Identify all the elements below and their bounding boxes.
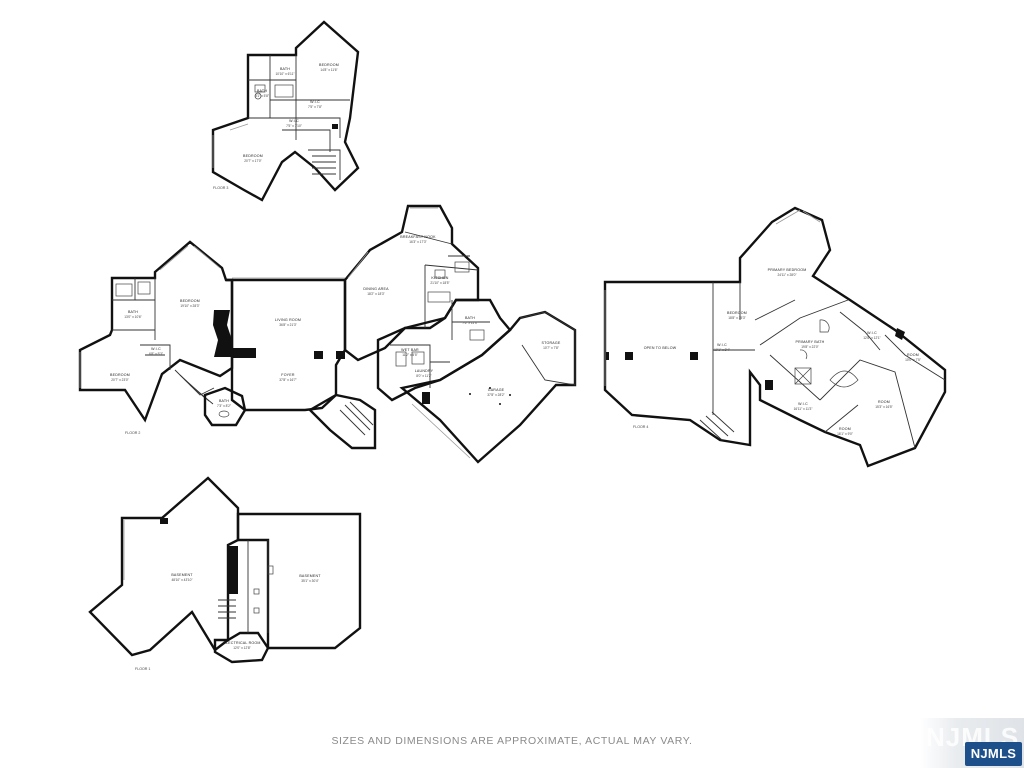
room-name: BASEMENT <box>299 574 321 578</box>
floor-1-right-outline <box>236 512 362 650</box>
disclaimer-text: SIZES AND DIMENSIONS ARE APPROXIMATE, AC… <box>331 735 693 747</box>
room-name: ROOM <box>907 353 919 357</box>
room-dims: 12'8" x 12'1" <box>863 336 880 340</box>
room-dims: 37'8" x 16'7" <box>279 378 296 382</box>
room-dims: 18'8" x 15'3" <box>728 316 745 320</box>
room-dims: 6'8" x 5'3" <box>149 352 163 356</box>
electrical-room-outline <box>213 631 270 664</box>
room-dims: 36'8" x 21'3" <box>279 323 296 327</box>
room-dims: 11'2" x 5'5" <box>402 353 417 357</box>
room-name: BEDROOM <box>319 63 339 67</box>
room-name: BEDROOM <box>180 299 200 303</box>
room-dims: 48'10" x 43'10" <box>171 578 192 582</box>
room-name: BASEMENT <box>171 573 193 577</box>
room-dims: 16'11" x 11'3" <box>794 407 813 411</box>
room-dims: 7'5" x 7'10" <box>286 124 302 128</box>
room-name: BREAKFAST NOOK <box>400 235 436 239</box>
room-dims: 16'3" x 17'3" <box>409 240 426 244</box>
room-name: PRIMARY BEDROOM <box>768 268 807 272</box>
room-name: ELECTRICAL ROOM <box>223 641 260 645</box>
room-dims: 18'2" x 18'3" <box>367 292 384 296</box>
room-dims: 15'3" x 16'5" <box>875 405 892 409</box>
floor-label: FLOOR 1 <box>135 667 150 671</box>
floor-2-half-bath-outline <box>203 386 247 427</box>
room-name: BATH <box>257 89 267 93</box>
floor-label: FLOOR 4 <box>633 425 648 429</box>
room-name: BEDROOM <box>727 311 747 315</box>
room-dims: 8'0" x 11'2" <box>416 374 431 378</box>
room-dims: 14'8" x 11'6" <box>320 68 337 72</box>
room-dims: 13'0" x 10'6" <box>124 315 141 319</box>
room-dims: 20'7" x 17'0" <box>244 159 261 163</box>
room-name: ROOM <box>878 400 890 404</box>
floor-2-left-wing-outline <box>78 240 234 423</box>
floor-2-center-outline <box>226 278 347 412</box>
room-dims: 7'3" x 8'2" <box>217 404 231 408</box>
floor-label: FLOOR 3 <box>213 186 228 190</box>
room-name: W.I.C <box>310 100 320 104</box>
floor-2-garage-outline <box>399 310 577 464</box>
room-name: BEDROOM <box>110 373 130 377</box>
room-dims: 8'1" x 5'8" <box>255 94 269 98</box>
room-dims: 7'5" x 7'8" <box>308 105 322 109</box>
room-name: W.I.C <box>151 347 161 351</box>
room-name: ROOM <box>839 427 851 431</box>
room-name: GARAGE <box>488 388 505 392</box>
room-name: PRIMARY BATH <box>796 340 825 344</box>
floor-2-entry-outline <box>308 393 377 450</box>
room-name: FOYER <box>281 373 295 377</box>
room-dims: 19'8" x 22'0" <box>801 345 818 349</box>
room-dims: 16'1" x 9'0" <box>837 432 853 436</box>
floor-3-plan: BEDROOM 14'8" x 11'6" BATH 10'10" x 6'11… <box>211 20 360 202</box>
room-dims: 10'7" x 7'8" <box>543 346 559 350</box>
room-dims: 19'10" x 28'3" <box>180 304 199 308</box>
room-name: WET BAR <box>401 348 419 352</box>
room-dims: 37'8" x 28'2" <box>487 393 504 397</box>
floor-2-plan: BATH 13'0" x 10'6" BEDROOM 19'10" x 28'3… <box>78 204 577 464</box>
room-dims: 24'11" x 28'0" <box>777 273 796 277</box>
room-name: LIVING ROOM <box>275 318 301 322</box>
fireplace <box>213 310 232 357</box>
room-name: BATH <box>128 310 138 314</box>
room-name: STORAGE <box>542 341 561 345</box>
room-dims: 12'0" x 12'8" <box>233 646 250 650</box>
room-dims: 35'1" x 30'4" <box>301 579 318 583</box>
room-name: LAUNDRY <box>415 369 434 373</box>
room-name: BATH <box>219 399 229 403</box>
room-name: BATH <box>465 316 475 320</box>
room-dims: 10'10" x 6'11" <box>275 72 294 76</box>
room-name: BEDROOM <box>243 154 263 158</box>
room-dims: 10'1" x 8'4" <box>714 348 730 352</box>
floor-1-plan: BASEMENT 48'10" x 43'10" BASEMENT 35'1" … <box>88 476 362 671</box>
floor-1-left-outline <box>88 476 240 657</box>
floor-2-service-outline <box>376 298 512 402</box>
room-dims: 10'0" x 7'5" <box>905 358 921 362</box>
room-name: KITCHEN <box>431 276 448 280</box>
floor-label: FLOOR 2 <box>125 431 140 435</box>
room-dims: 21'10" x 18'5" <box>430 281 449 285</box>
room-name: DINING AREA <box>363 287 389 291</box>
floor-4-outline <box>603 206 947 468</box>
room-name: W.I.C <box>717 343 727 347</box>
floor-2-dining-kitchen-outline <box>343 204 480 362</box>
room-name: W.I.C <box>289 119 299 123</box>
room-dims: 20'7" x 23'0" <box>111 378 128 382</box>
floor-3-outline <box>211 20 360 202</box>
room-name: OPEN TO BELOW <box>644 346 677 350</box>
room-name: W.I.C <box>867 331 877 335</box>
mls-logo-badge: NJMLS <box>965 742 1022 766</box>
floor-4-plan: OPEN TO BELOW BEDROOM 18'8" x 15'3" W.I.… <box>603 206 947 468</box>
room-dims: 7'6" x 11'3" <box>462 321 477 325</box>
room-name: BATH <box>280 67 290 71</box>
chimney-block <box>228 546 238 594</box>
room-name: W.I.C <box>798 402 808 406</box>
